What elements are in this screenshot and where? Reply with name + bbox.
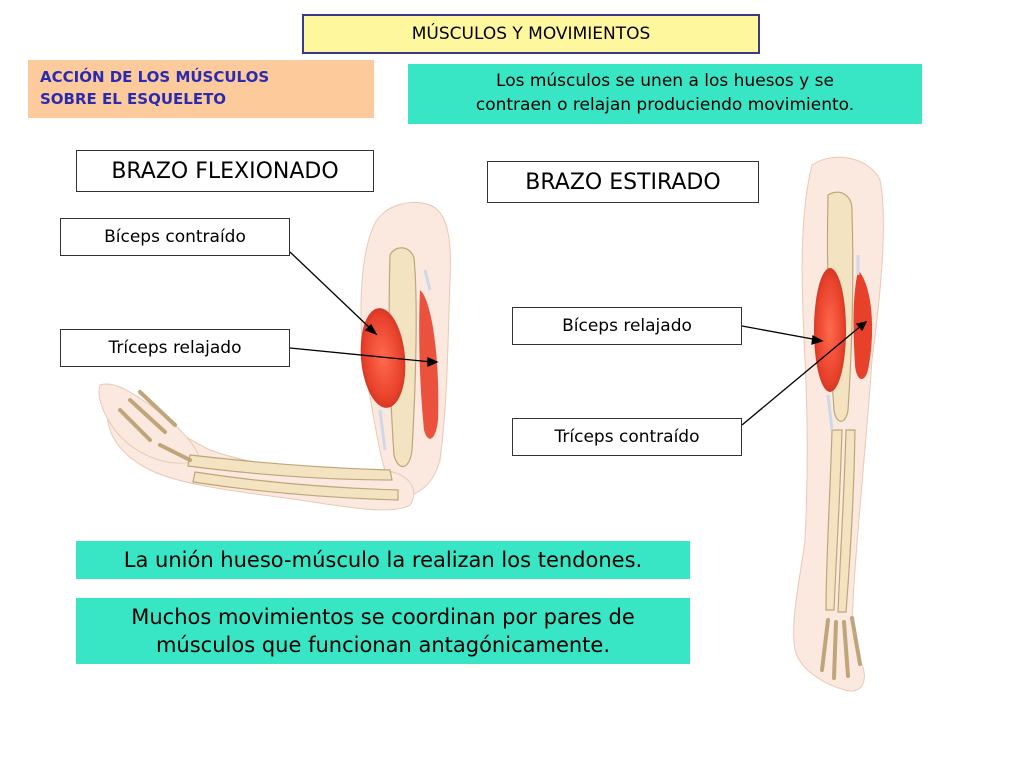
extended-radius-bone [825,429,843,611]
arrowhead-triceps-relajado [427,356,439,368]
label-biceps-contraido: Bíceps contraído [60,218,290,256]
arrow-triceps-relajado [289,347,433,363]
label-biceps-relajado: Bíceps relajado [512,307,742,345]
extended-arm-illustration [793,156,884,692]
arrow-triceps-contraido [741,324,863,426]
action-subtitle-line2: SOBRE EL ESQUELETO [40,90,227,108]
flexed-arm-heading: BRAZO FLEXIONADO [76,150,374,192]
flexed-biceps-muscle [360,308,406,408]
action-subtitle: ACCIÓN DE LOS MÚSCULOS SOBRE EL ESQUELET… [28,60,374,118]
pointer-arrows [289,251,868,426]
label-triceps-relajado: Tríceps relajado [60,329,290,367]
extended-ulna-bone [837,429,856,613]
extended-arm-heading: BRAZO ESTIRADO [487,161,759,203]
intro-info-line1: Los músculos se unen a los huesos y se [496,71,834,91]
fact-tendons: La unión hueso-músculo la realizan los t… [76,541,690,579]
intro-info-line2: contraen o relajan produciendo movimient… [475,95,855,115]
arrow-biceps-contraido [289,251,373,331]
flexed-ulna-bone [192,471,399,501]
action-subtitle-line1: ACCIÓN DE LOS MÚSCULOS [40,68,270,86]
fact-antagonist-line2: músculos que funcionan antagónicamente. [155,633,611,657]
fact-antagonist: Muchos movimientos se coordinan por pare… [76,598,690,664]
extended-tendons [826,255,860,431]
slide-title: MÚSCULOS Y MOVIMIENTOS [302,14,760,54]
label-triceps-contraido: Tríceps contraído [512,418,742,456]
fact-antagonist-line1: Muchos movimientos se coordinan por pare… [131,605,635,629]
intro-info-box: Los músculos se unen a los huesos y se c… [408,64,922,124]
extended-hand-bones [820,616,862,680]
flexed-tendons [378,269,432,451]
flexed-arm-illustration [98,201,451,511]
flexed-forearm-skin [106,397,415,511]
flexed-radius-bone [187,454,393,481]
arrowhead-triceps-contraido [855,321,868,332]
arrowhead-biceps-contraido [364,323,378,336]
arrowhead-biceps-relajado [811,334,824,345]
extended-biceps-muscle [814,268,846,392]
flexed-hand-bones [118,390,192,462]
flexed-hand-skin [98,383,201,464]
arrow-biceps-relajado [741,325,819,341]
